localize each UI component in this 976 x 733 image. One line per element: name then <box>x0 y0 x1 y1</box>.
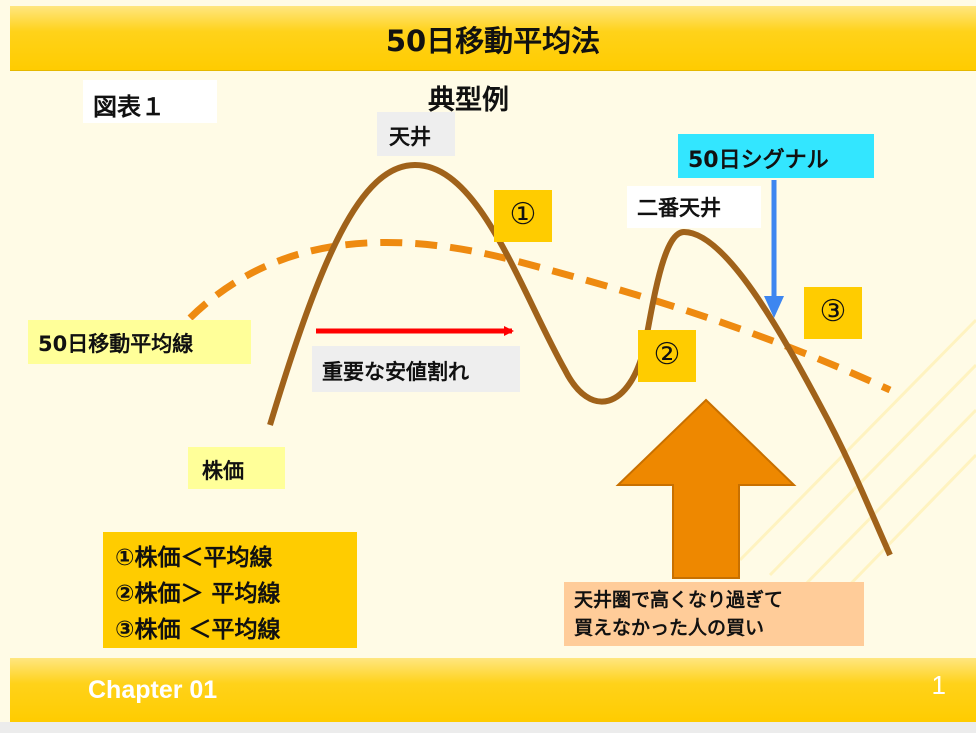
price-line <box>267 161 893 557</box>
chapter-label: Chapter 01 <box>88 676 218 704</box>
second-top-label: 二番天井 <box>627 186 761 228</box>
blue-arrow <box>764 180 784 318</box>
buy-arrow <box>615 398 797 579</box>
condition-1: ①株価＜平均線 <box>115 545 273 571</box>
buy-note-line-2: 買えなかった人の買い <box>574 617 765 639</box>
condition-2: ②株価＞ 平均線 <box>115 581 281 607</box>
moving-average-label: 50日移動平均線 <box>28 320 251 364</box>
header-bar: 50日移動平均法 <box>10 6 976 71</box>
marker-3: ③ <box>804 287 862 339</box>
top-label: 天井 <box>377 112 455 156</box>
page-number: 1 <box>931 670 946 700</box>
subtitle: 典型例 <box>428 85 509 116</box>
marker-2: ② <box>638 330 696 382</box>
buy-note-line-1: 天井圏で高くなり過ぎて <box>574 589 784 611</box>
conditions-box: ①株価＜平均線 ②株価＞ 平均線 ③株価 ＜平均線 <box>103 532 357 648</box>
figure-label: 図表１ <box>83 80 217 123</box>
moving-average-line <box>187 239 892 394</box>
buy-note: 天井圏で高くなり過ぎて 買えなかった人の買い <box>564 582 864 646</box>
signal-label: 50日シグナル <box>678 134 874 178</box>
condition-3: ③株価 ＜平均線 <box>115 617 281 643</box>
marker-1: ① <box>494 190 552 242</box>
important-breach-label: 重要な安値割れ <box>312 346 520 392</box>
footer-bar: Chapter 01 1 <box>10 658 976 722</box>
price-label: 株価 <box>188 447 285 489</box>
page-title: 50日移動平均法 <box>385 24 601 58</box>
